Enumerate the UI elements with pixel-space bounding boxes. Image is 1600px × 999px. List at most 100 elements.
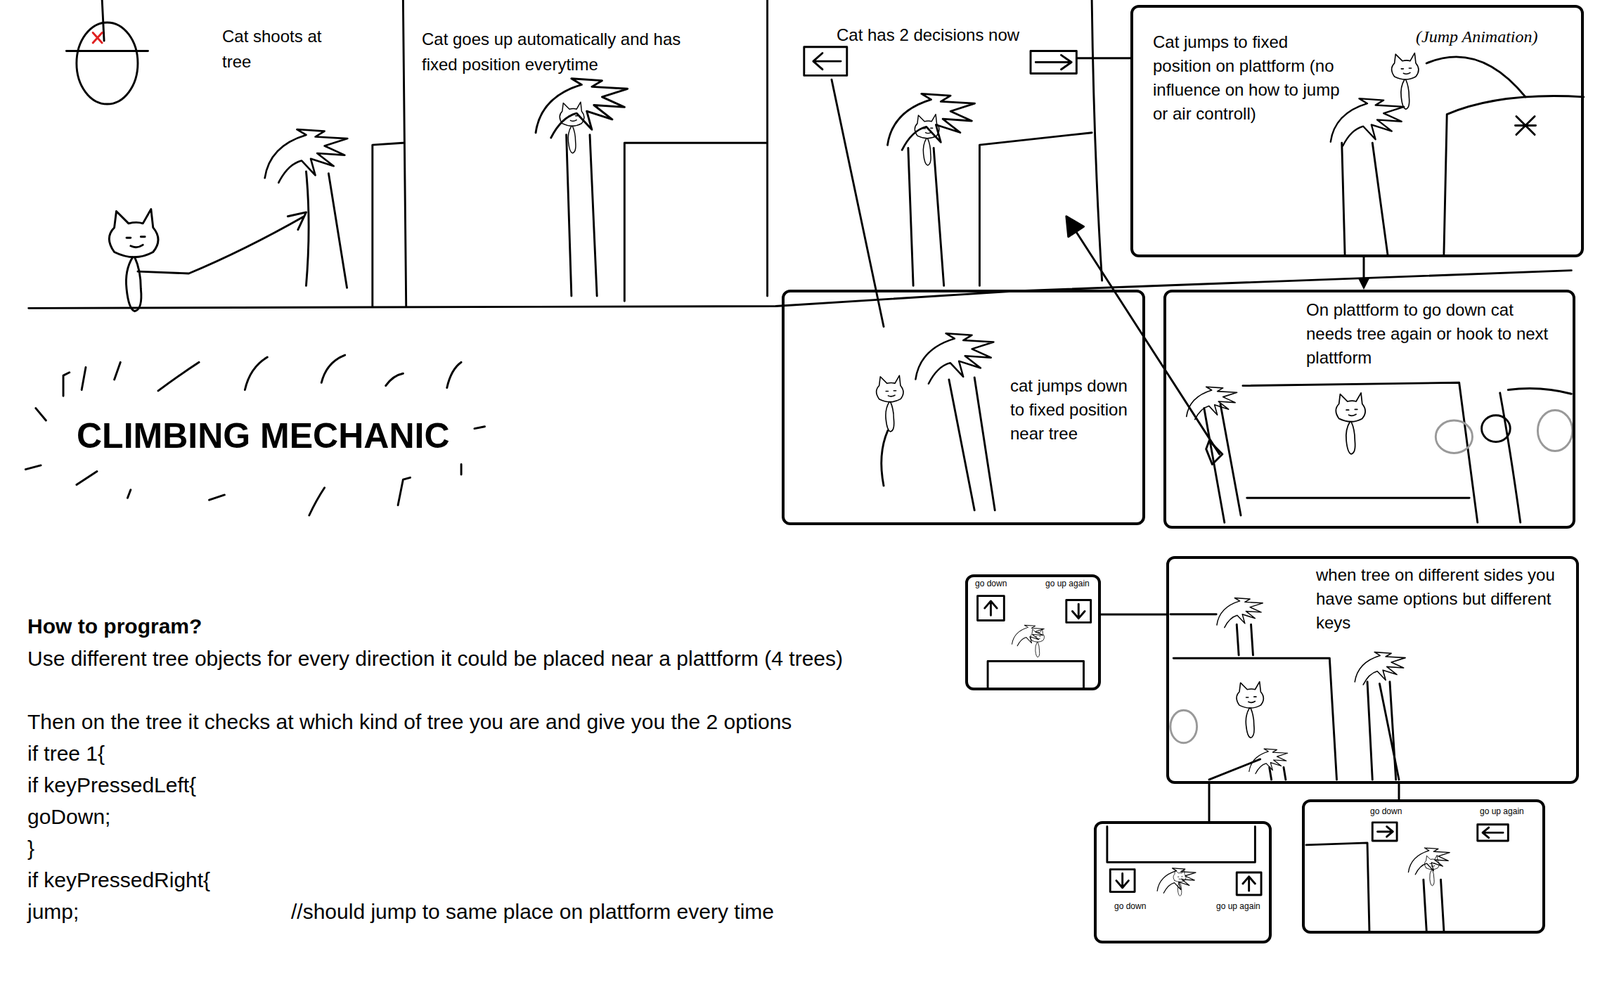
target-mark — [1514, 115, 1536, 135]
title-decoration — [25, 355, 485, 516]
box-text: cat jumps down to fixed position near tr… — [1010, 373, 1134, 446]
cat-figure — [1173, 869, 1186, 897]
box-subtext: go up again — [1479, 806, 1525, 817]
connector — [1358, 257, 1370, 290]
up-key-icon — [977, 596, 1005, 621]
palm-tree — [1354, 652, 1406, 685]
tree-trunk — [1342, 142, 1388, 256]
palm-tree — [915, 333, 994, 384]
box-text: go down — [975, 578, 1007, 590]
box-text: On plattform to go down cat needs tree a… — [1306, 298, 1553, 370]
note-box: On plattform to go down cat needs tree a… — [1163, 289, 1576, 529]
leader-line — [1170, 614, 1399, 780]
cat-figure — [1391, 52, 1419, 109]
note-box: go down go up again — [965, 574, 1101, 691]
platform-outline — [1306, 842, 1370, 931]
hook — [1206, 440, 1223, 464]
cat-figure — [1424, 854, 1440, 886]
arrow-head — [1358, 278, 1370, 290]
box-subtext: go up again — [1045, 578, 1090, 590]
tree-trunk — [305, 171, 347, 288]
leader-arrow — [1071, 224, 1219, 455]
tree-trunk — [1204, 404, 1241, 523]
cat-figure — [1030, 628, 1045, 658]
note-box: when tree on different sides you have sa… — [1166, 556, 1579, 784]
cat-figure — [1335, 392, 1366, 455]
left-key-icon — [804, 47, 848, 76]
connector — [1398, 783, 1400, 800]
box-text: go down — [1370, 806, 1402, 817]
panel-divider — [372, 0, 407, 306]
right-key-icon — [1372, 822, 1397, 841]
cat-figure — [876, 375, 904, 432]
rock — [1537, 409, 1572, 451]
connector — [1209, 783, 1210, 822]
palm-tree — [1330, 98, 1405, 146]
rock — [1435, 420, 1473, 453]
note-label: Then on the tree it checks at which kind… — [27, 705, 792, 738]
palm-tree — [1216, 598, 1263, 628]
down-key-icon — [1066, 599, 1092, 623]
platform-outline — [1107, 826, 1255, 863]
note-label: jump; — [27, 895, 79, 928]
note-box: go down go up again — [1301, 799, 1546, 934]
tree-trunk — [949, 377, 995, 511]
tree-trunk — [1236, 624, 1253, 656]
box-text: go down — [1114, 901, 1146, 912]
note-box: go down go up again — [1093, 821, 1272, 944]
connector-line — [1208, 783, 1211, 822]
tree-trunk — [1500, 388, 1572, 524]
palm-tree — [1157, 868, 1196, 893]
connector-line — [1100, 613, 1167, 616]
connector-line — [1398, 783, 1401, 800]
note-label: How to program? — [27, 610, 202, 642]
note-label: Cat has 2 decisions now — [836, 22, 1020, 48]
note-box: Cat jumps to fixed position on plattform… — [1130, 4, 1584, 258]
tree-trunk — [566, 134, 598, 296]
platform-outline — [987, 661, 1084, 689]
cat-figure — [914, 114, 940, 166]
down-key-icon — [1110, 869, 1135, 893]
cat-leg — [881, 430, 888, 486]
box-subtext: go up again — [1216, 901, 1261, 912]
platform-cliff — [1443, 96, 1584, 256]
box-text: Cat jumps to fixed position on plattform… — [1152, 30, 1343, 126]
rock — [1170, 710, 1198, 743]
grapple-shot — [137, 212, 306, 274]
arrow-head — [1066, 216, 1085, 237]
tree-trunk — [908, 147, 945, 286]
tree-trunk — [1423, 879, 1444, 931]
leader-line — [831, 58, 1131, 327]
note-label: if tree 1{ — [27, 737, 105, 770]
note-label: Cat goes up automatically and has fixed … — [421, 26, 718, 78]
right-key-icon — [1030, 51, 1077, 74]
cat-figure — [559, 101, 585, 154]
palm-tree — [1186, 386, 1238, 419]
diagram-title: CLIMBING MECHANIC — [76, 414, 450, 457]
box-text: when tree on different sides you have sa… — [1315, 563, 1563, 635]
note-label: goDown; — [27, 800, 111, 833]
palm-tree — [887, 93, 975, 150]
cat-figure — [108, 209, 159, 312]
cat-figure — [1236, 681, 1264, 739]
note-label: Use different tree objects for every dir… — [27, 642, 921, 675]
note-box: cat jumps down to fixed position near tr… — [781, 289, 1146, 526]
connector-line — [1363, 257, 1366, 282]
rock — [1481, 415, 1511, 443]
palm-tree — [1408, 847, 1450, 875]
left-key-icon — [1477, 824, 1509, 841]
note-label: //should jump to same place on plattform… — [291, 895, 774, 928]
note-label: if keyPressedRight{ — [27, 863, 211, 896]
platform-outline — [1242, 382, 1478, 523]
up-key-icon — [1236, 872, 1262, 895]
note-label: } — [27, 832, 35, 864]
connector — [1100, 614, 1167, 616]
note-label: Cat shoots at tree — [222, 23, 346, 75]
note-label: if keyPressedLeft{ — [27, 769, 197, 801]
palm-tree — [1012, 624, 1045, 646]
box-subtext: (Jump Animation) — [1415, 26, 1539, 48]
mouse-icon — [66, 0, 148, 105]
